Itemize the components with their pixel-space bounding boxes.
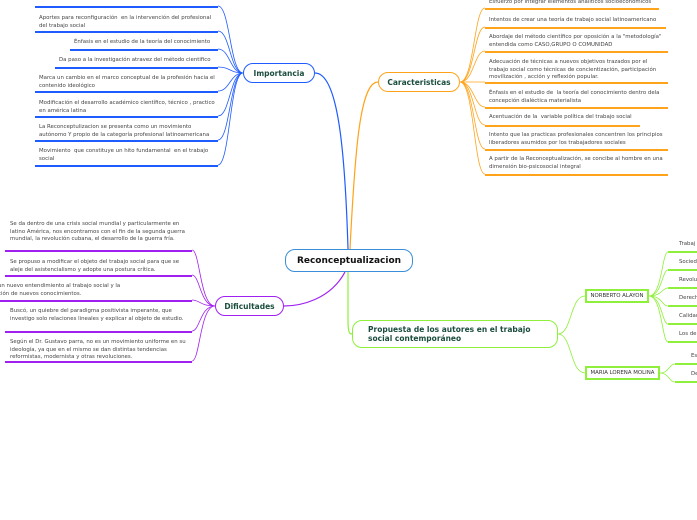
connector <box>191 299 216 307</box>
connector <box>217 5 244 74</box>
importancia-item-underline <box>35 31 218 33</box>
topic-dificultades[interactable]: Dificultades <box>215 296 284 316</box>
connector <box>217 72 244 141</box>
importancia-item[interactable]: Marca un cambio en el marco conceptual d… <box>39 75 217 89</box>
importancia-item[interactable]: Movimiento que constituye un hito fundam… <box>39 148 210 162</box>
importancia-item-underline <box>70 49 218 51</box>
connector <box>648 295 669 343</box>
connector <box>659 363 676 374</box>
topic-importancia[interactable]: Importancia <box>243 63 315 83</box>
importancia-item-underline <box>35 140 218 142</box>
importancia-item[interactable]: Aportes para reconfiguración en la inter… <box>39 15 213 29</box>
author-subitem-underline <box>668 251 697 253</box>
connector <box>459 50 486 83</box>
dificultades-item[interactable]: Se da dentro de una crisis social mundia… <box>10 221 187 242</box>
author-subitem[interactable]: Los de <box>679 331 697 337</box>
caracteristicas-item-underline <box>485 51 668 53</box>
caracteristicas-item[interactable]: Esfuerzo por integrar elementos analític… <box>489 0 652 5</box>
importancia-item-underline <box>55 67 218 69</box>
author-subitem-underline <box>675 381 697 383</box>
connector <box>557 295 586 335</box>
dificultades-item-underline <box>0 300 192 302</box>
author-node[interactable]: NORBERTO ALAYON <box>585 289 649 303</box>
connector <box>659 372 676 383</box>
dificultades-item-underline <box>5 361 192 363</box>
author-subitem[interactable]: Calidad <box>679 313 697 319</box>
caracteristicas-item[interactable]: Énfasis en el estudio de la teoría del c… <box>489 90 662 104</box>
connector <box>217 48 244 74</box>
dificultades-item[interactable]: Según el Dr. Gustavo parra, no es un mov… <box>10 339 188 360</box>
author-subitem-underline <box>668 269 697 271</box>
connector <box>191 249 216 307</box>
topic-caracteristicas[interactable]: Caracteristicas <box>378 72 460 92</box>
connector <box>217 30 244 74</box>
connector <box>648 295 669 325</box>
author-subitem[interactable]: Es <box>691 353 697 359</box>
connector <box>217 66 244 74</box>
connector <box>459 26 486 83</box>
connector <box>648 287 669 297</box>
caracteristicas-item-underline <box>485 27 666 29</box>
dificultades-item-underline <box>5 250 192 252</box>
caracteristicas-item[interactable]: Intentos de crear una teoría de trabajo … <box>489 17 657 23</box>
connector <box>191 274 216 307</box>
importancia-item[interactable]: Énfasis en el estudio de la teoría del c… <box>74 39 211 45</box>
author-subitem-underline <box>668 341 697 343</box>
connector <box>217 72 244 117</box>
connector <box>459 81 486 150</box>
author-node[interactable]: MARIA LORENA MOLINA <box>585 366 660 380</box>
connector <box>648 251 669 297</box>
caracteristicas-item-underline <box>485 82 668 84</box>
importancia-item[interactable]: mundial <box>39 0 218 4</box>
connector <box>648 295 669 307</box>
connector <box>191 305 216 332</box>
dificultades-item-underline <box>5 275 192 277</box>
dificultades-item[interactable]: Se propuso a modificar el objeto del tra… <box>10 259 181 273</box>
connector <box>314 72 349 250</box>
connector <box>557 333 586 374</box>
caracteristicas-item-underline <box>485 125 640 127</box>
caracteristicas-item-underline <box>485 174 668 176</box>
caracteristicas-item[interactable]: Adecuación de técnicas a nuevos objetivo… <box>489 59 658 80</box>
connector <box>648 269 669 297</box>
connector <box>347 272 353 335</box>
author-subitem-underline <box>668 287 697 289</box>
importancia-item[interactable]: Da paso a la investigación atravez del m… <box>59 57 211 63</box>
dificultades-item[interactable]: Buscó, un quiebre del paradigma positivi… <box>10 308 184 322</box>
caracteristicas-item[interactable]: Abordaje del método científico por oposi… <box>489 34 664 48</box>
connector <box>217 72 244 166</box>
importancia-item[interactable]: Modificación el desarrollo académico cie… <box>39 100 217 114</box>
connector <box>349 81 379 250</box>
author-subitem-underline <box>668 323 697 325</box>
caracteristicas-item-underline <box>485 8 659 10</box>
connector <box>459 7 486 83</box>
author-subitem[interactable]: Derech <box>679 295 697 301</box>
author-subitem[interactable]: Revolu <box>679 277 697 283</box>
connector <box>459 81 486 108</box>
central-topic[interactable]: Reconceptualizacion <box>285 249 413 272</box>
importancia-item-underline <box>35 116 218 118</box>
author-subitem[interactable]: Socied <box>679 259 697 265</box>
caracteristicas-item[interactable]: A partir de la Reconceptualización, se c… <box>489 156 665 170</box>
dificultades-item-underline <box>5 331 192 333</box>
connector <box>191 305 216 362</box>
author-subitem[interactable]: De <box>691 371 697 377</box>
connector <box>459 81 486 175</box>
caracteristicas-item-underline <box>485 149 668 151</box>
connector <box>283 271 346 307</box>
caracteristicas-item-underline <box>485 107 668 109</box>
caracteristicas-item[interactable]: Acentuación de la variable política del … <box>489 114 632 120</box>
topic-propuesta[interactable]: Propuesta de los autores en el trabajo s… <box>352 320 558 348</box>
importancia-item-underline <box>35 91 218 93</box>
caracteristicas-item[interactable]: Intento que las practicas profesionales … <box>489 132 665 146</box>
importancia-item-underline <box>35 6 218 8</box>
importancia-item[interactable]: La Reconceptulizacion se presenta como u… <box>39 124 210 138</box>
dificultades-item[interactable]: un nuevo entendimiento al trabajo social… <box>0 283 121 297</box>
importancia-item-underline <box>35 165 218 167</box>
author-subitem-underline <box>675 363 697 365</box>
author-subitem-underline <box>668 305 697 307</box>
author-subitem[interactable]: Trabaj <box>679 241 696 247</box>
